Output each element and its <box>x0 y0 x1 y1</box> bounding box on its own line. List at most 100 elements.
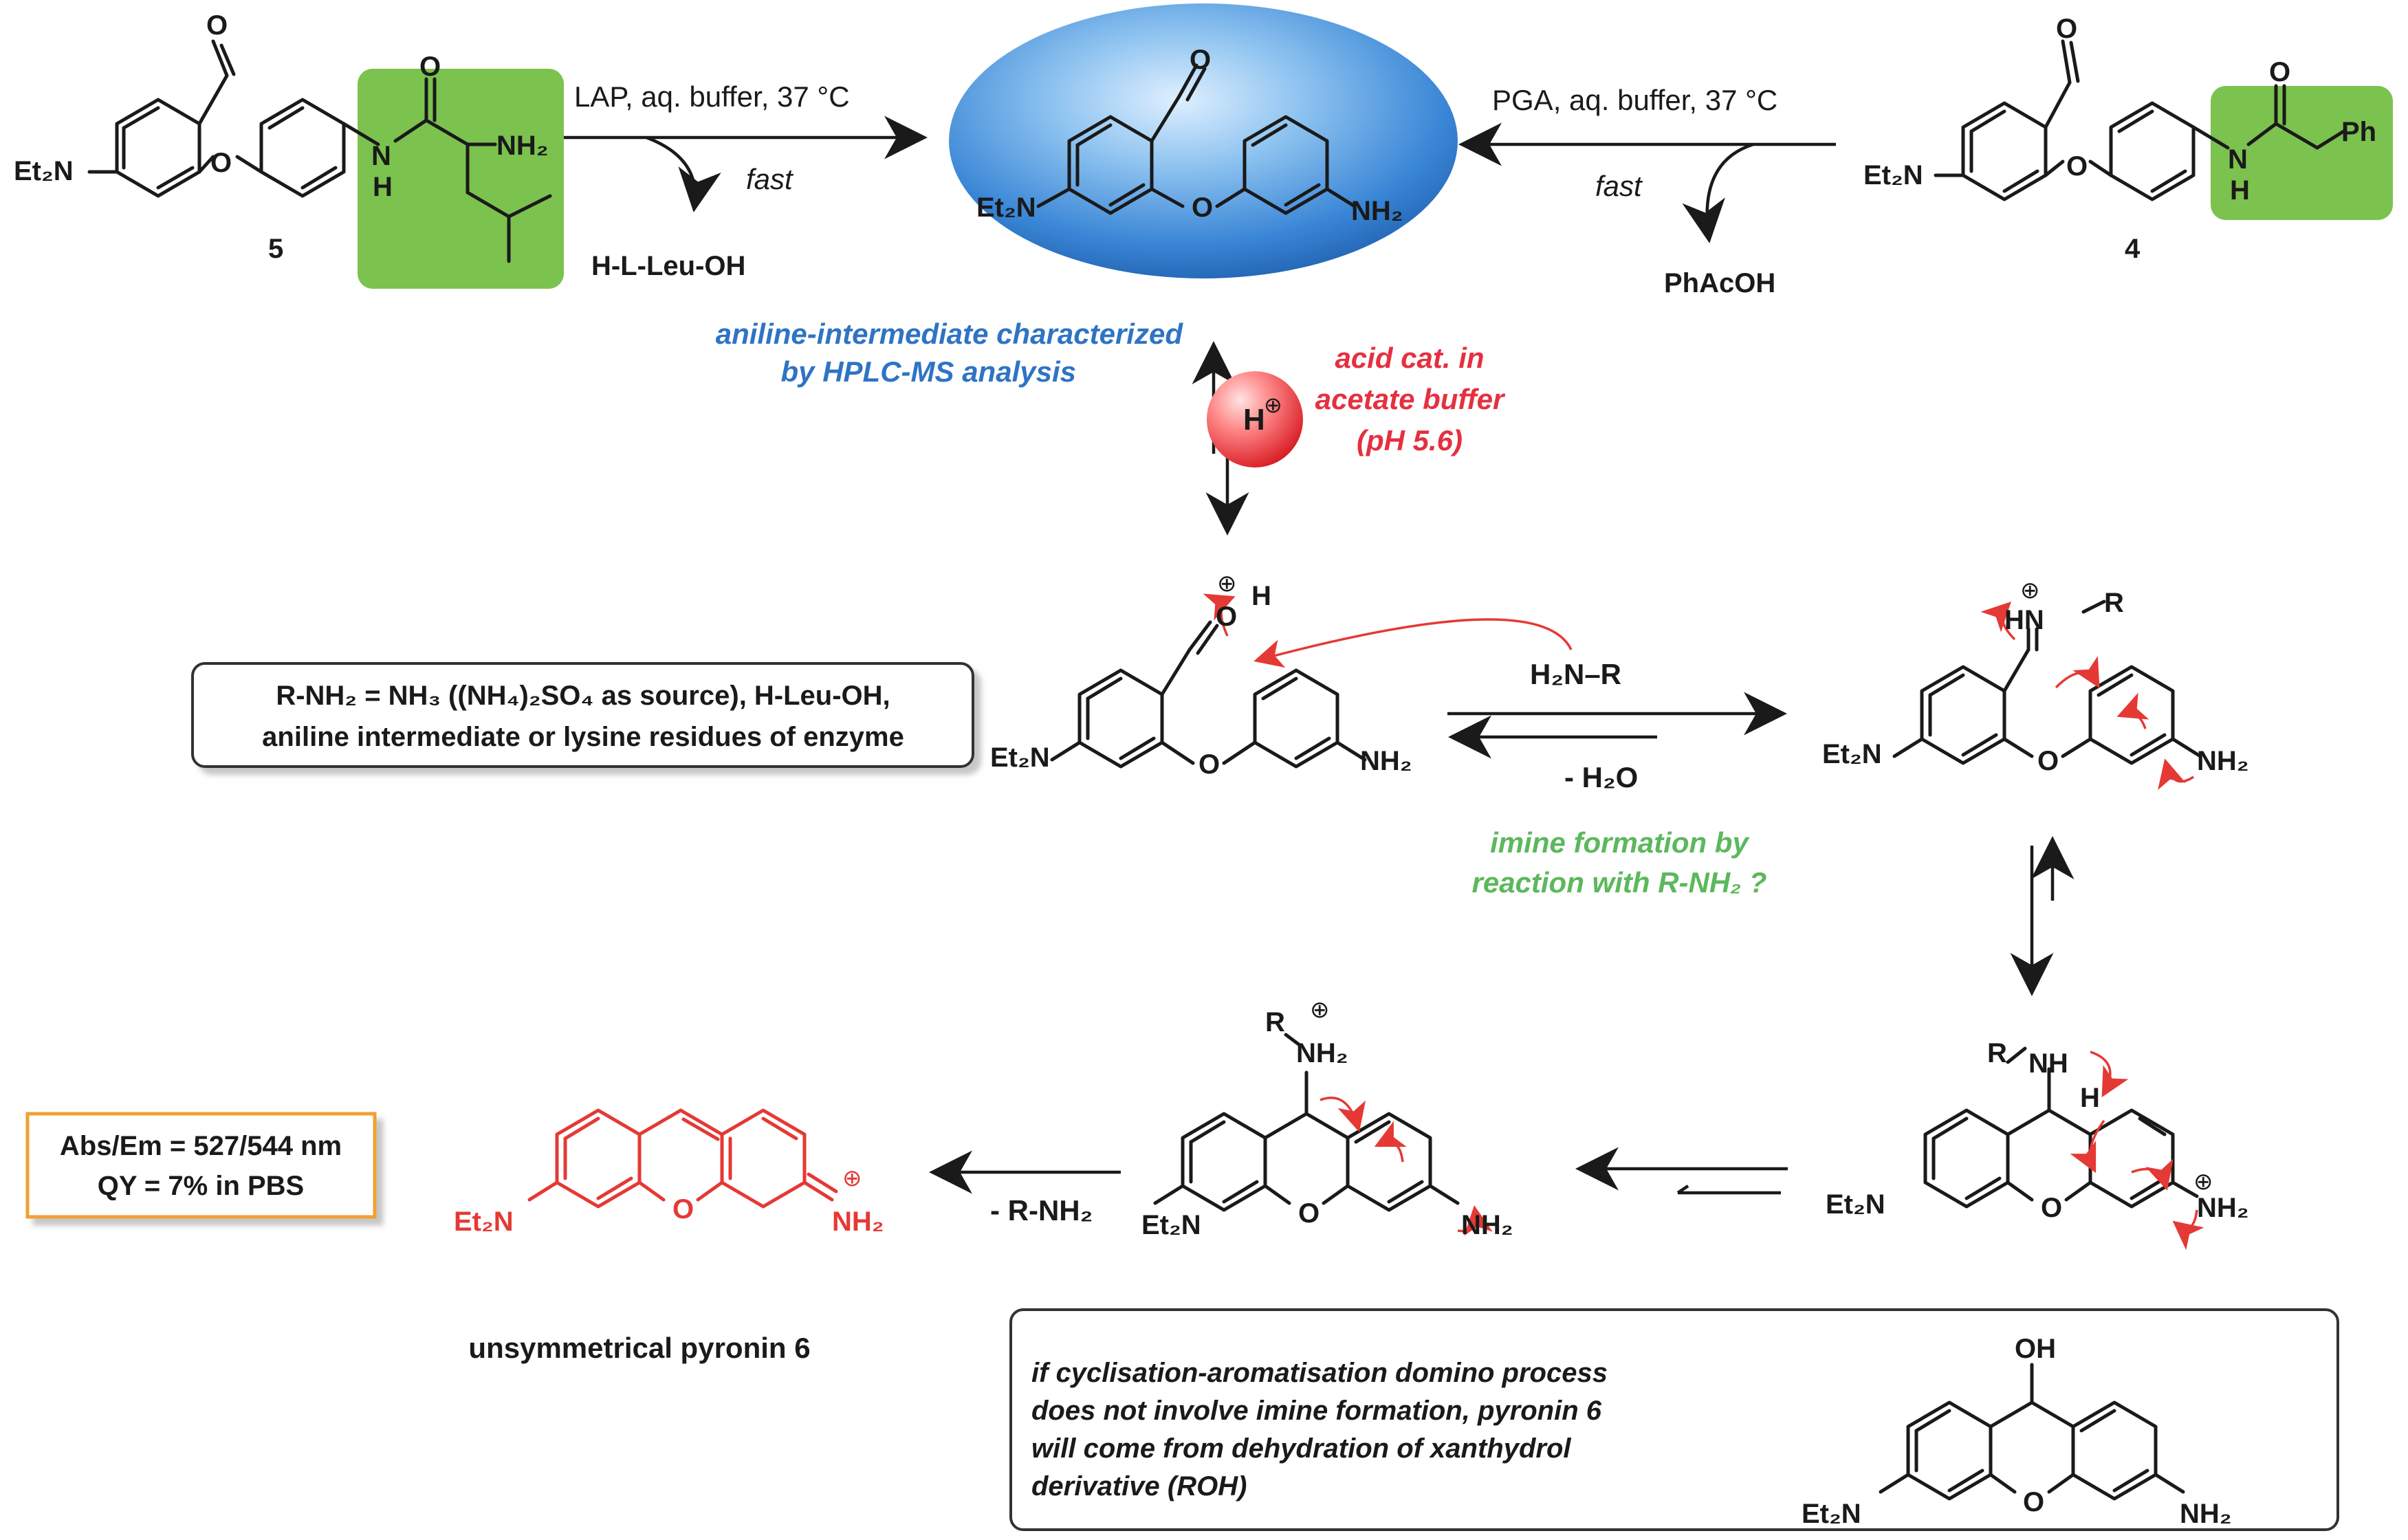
amide-h-label: H <box>373 172 393 202</box>
iminium-charge-icon: ⊕ <box>842 1165 862 1191</box>
photophysics-box: Abs/Em = 527/544 nm QY = 7% in PBS <box>25 1112 377 1219</box>
phenyl-label: Ph <box>2341 117 2376 147</box>
nh2-label: NH₂ <box>2197 746 2249 776</box>
oxygen-label: O <box>1198 749 1220 780</box>
acid-note-line3: (pH 5.6) <box>1357 424 1463 456</box>
right-conditions: PGA, aq. buffer, 37 °C <box>1492 84 1777 116</box>
oxygen-label: O <box>2037 746 2059 776</box>
r-label: R <box>2104 588 2124 618</box>
aldehyde-oxygen-label: O <box>206 10 228 41</box>
cyclised-intermediate: Et₂N O R NH H NH₂ ⊕ <box>1826 1038 2249 1251</box>
ammonium-nh2-label: NH₂ <box>1296 1038 1348 1068</box>
rnh2-box-line2: aniline intermediate or lysine residues … <box>262 722 904 752</box>
amide-oxygen-label: O <box>2269 57 2290 87</box>
amide-oxygen-label: O <box>419 52 441 82</box>
et2n-label: Et₂N <box>976 192 1036 223</box>
footnote-line2: does not involve imine formation, pyroni… <box>1031 1396 1602 1426</box>
elimination-arrow: - R-NH₂ <box>929 1150 1121 1226</box>
oxygen-label: O <box>672 1194 694 1224</box>
photophysics-line1: Abs/Em = 527/544 nm <box>60 1131 342 1161</box>
oxygen-label: O <box>1298 1198 1320 1229</box>
compound-4: Et₂N O O N H O Ph 4 <box>1863 14 2393 264</box>
oxonium-h-label: H <box>1251 581 1271 611</box>
nh2-label: NH₂ <box>2180 1499 2232 1529</box>
amide-h-label: H <box>2230 175 2250 206</box>
proton-charge-icon: ⊕ <box>1264 393 1282 417</box>
et2n-label: Et₂N <box>454 1207 514 1237</box>
oxygen-label: O <box>210 148 232 178</box>
proton-sphere <box>1207 371 1303 468</box>
ammonium-xanthene: Et₂N O R NH₂ ⊕ NH₂ <box>1141 997 1513 1240</box>
r-label: R <box>1987 1038 2007 1068</box>
oxygen-label: O <box>2041 1193 2062 1223</box>
left-rate: fast <box>746 163 794 195</box>
cyclisation-arrows <box>2010 836 2075 996</box>
blue-ellipse <box>949 3 1458 278</box>
oxygen-label: O <box>2023 1487 2044 1517</box>
nh-label: NH <box>2028 1048 2068 1079</box>
amine-loss: - R-NH₂ <box>990 1194 1093 1226</box>
amine-nh2-label: NH₂ <box>496 131 549 161</box>
oxonium-oxygen-label: O <box>1216 602 1237 632</box>
oxygen-label: O <box>2066 151 2088 182</box>
ammonium-charge-icon: ⊕ <box>1310 997 1330 1023</box>
top-left-arrow: LAP, aq. buffer, 37 °C fast H-L-Leu-OH <box>564 80 928 281</box>
et2n-label: Et₂N <box>1802 1499 1861 1529</box>
imine-note-line1: imine formation by <box>1490 826 1750 859</box>
imine-formation-arrows: H₂N–R - H₂O imine formation by reaction … <box>1447 658 1787 899</box>
iminium-charge-icon: ⊕ <box>2020 578 2040 604</box>
et2n-label: Et₂N <box>1826 1189 1885 1220</box>
nh2-label: NH₂ <box>1461 1210 1513 1240</box>
rnh2-box-line1: R-NH₂ = NH₃ ((NH₄)₂SO₄ as source), H-Leu… <box>276 681 890 711</box>
aniline-intermediate: Et₂N O O NH₂ <box>949 3 1458 278</box>
amide-nh-label: N <box>371 141 391 171</box>
amide-n-label: N <box>2228 144 2248 175</box>
left-byproduct: H-L-Leu-OH <box>591 251 745 281</box>
rnh2-definition-box: R-NH₂ = NH₃ ((NH₄)₂SO₄ as source), H-Leu… <box>191 662 974 768</box>
footnote-line3: will come from dehydration of xanthydrol <box>1031 1433 1571 1464</box>
intermediate-note-line1: aniline-intermediate characterized <box>716 318 1184 350</box>
et2n-label: Et₂N <box>14 156 74 186</box>
aromatisation-arrows <box>1575 1147 1788 1195</box>
left-conditions: LAP, aq. buffer, 37 °C <box>574 80 850 113</box>
water-loss: - H₂O <box>1564 761 1638 793</box>
nh2-label: NH₂ <box>1360 746 1412 776</box>
footnote-line4: derivative (ROH) <box>1031 1471 1247 1502</box>
green-highlight-leu <box>358 69 564 289</box>
iminium-intermediate: Et₂N O HN ⊕ R NH₂ <box>1822 578 2249 791</box>
h-label: H <box>2080 1083 2100 1113</box>
right-rate: fast <box>1595 170 1643 202</box>
compound-5-label: 5 <box>268 234 283 264</box>
et2n-label: Et₂N <box>990 742 1050 773</box>
intermediate-note-line2: by HPLC-MS analysis <box>781 355 1076 388</box>
hydroxyl-label: OH <box>2015 1334 2056 1364</box>
nh2-label: NH₂ <box>1351 196 1403 226</box>
iminium-hn-label: HN <box>2004 605 2044 635</box>
proton-label: H <box>1243 403 1265 437</box>
green-highlight-phenylacetyl <box>2211 86 2393 220</box>
top-right-arrow: PGA, aq. buffer, 37 °C fast PhAcOH <box>1458 84 1836 298</box>
photophysics-line2: QY = 7% in PBS <box>98 1171 305 1201</box>
compound-4-label: 4 <box>2125 234 2141 264</box>
aldehyde-oxygen-label: O <box>2056 14 2077 44</box>
pyronin-6: Et₂N O NH₂ ⊕ unsymmetrical pyronin 6 <box>454 1108 884 1364</box>
iminium-nh2-label: NH₂ <box>832 1207 884 1237</box>
footnote-box: if cyclisation-aromatisation domino proc… <box>1009 1308 2339 1531</box>
iminium-charge-icon: ⊕ <box>2193 1169 2213 1195</box>
et2n-label: Et₂N <box>1863 160 1923 190</box>
amine-reagent: H₂N–R <box>1530 658 1621 690</box>
footnote-line1: if cyclisation-aromatisation domino proc… <box>1031 1358 1608 1388</box>
oxygen-label: O <box>1192 192 1213 223</box>
protonated-aldehyde: Et₂N O O H ⊕ NH₂ <box>990 571 1573 780</box>
acid-note-line2: acetate buffer <box>1315 383 1506 415</box>
acid-equilibrium-arrows: H ⊕ <box>1192 341 1303 536</box>
iminium-nh2-label: NH₂ <box>2197 1193 2249 1223</box>
aldehyde-oxygen-label: O <box>1190 45 1211 75</box>
right-byproduct: PhAcOH <box>1664 268 1775 298</box>
oxonium-charge-icon: ⊕ <box>1217 571 1237 597</box>
compound-5: Et₂N O O N H O NH₂ 5 <box>14 10 564 289</box>
r-label: R <box>1265 1007 1285 1037</box>
imine-note-line2: reaction with R-NH₂ ? <box>1471 866 1766 899</box>
acid-note-line1: acid cat. in <box>1335 342 1484 374</box>
